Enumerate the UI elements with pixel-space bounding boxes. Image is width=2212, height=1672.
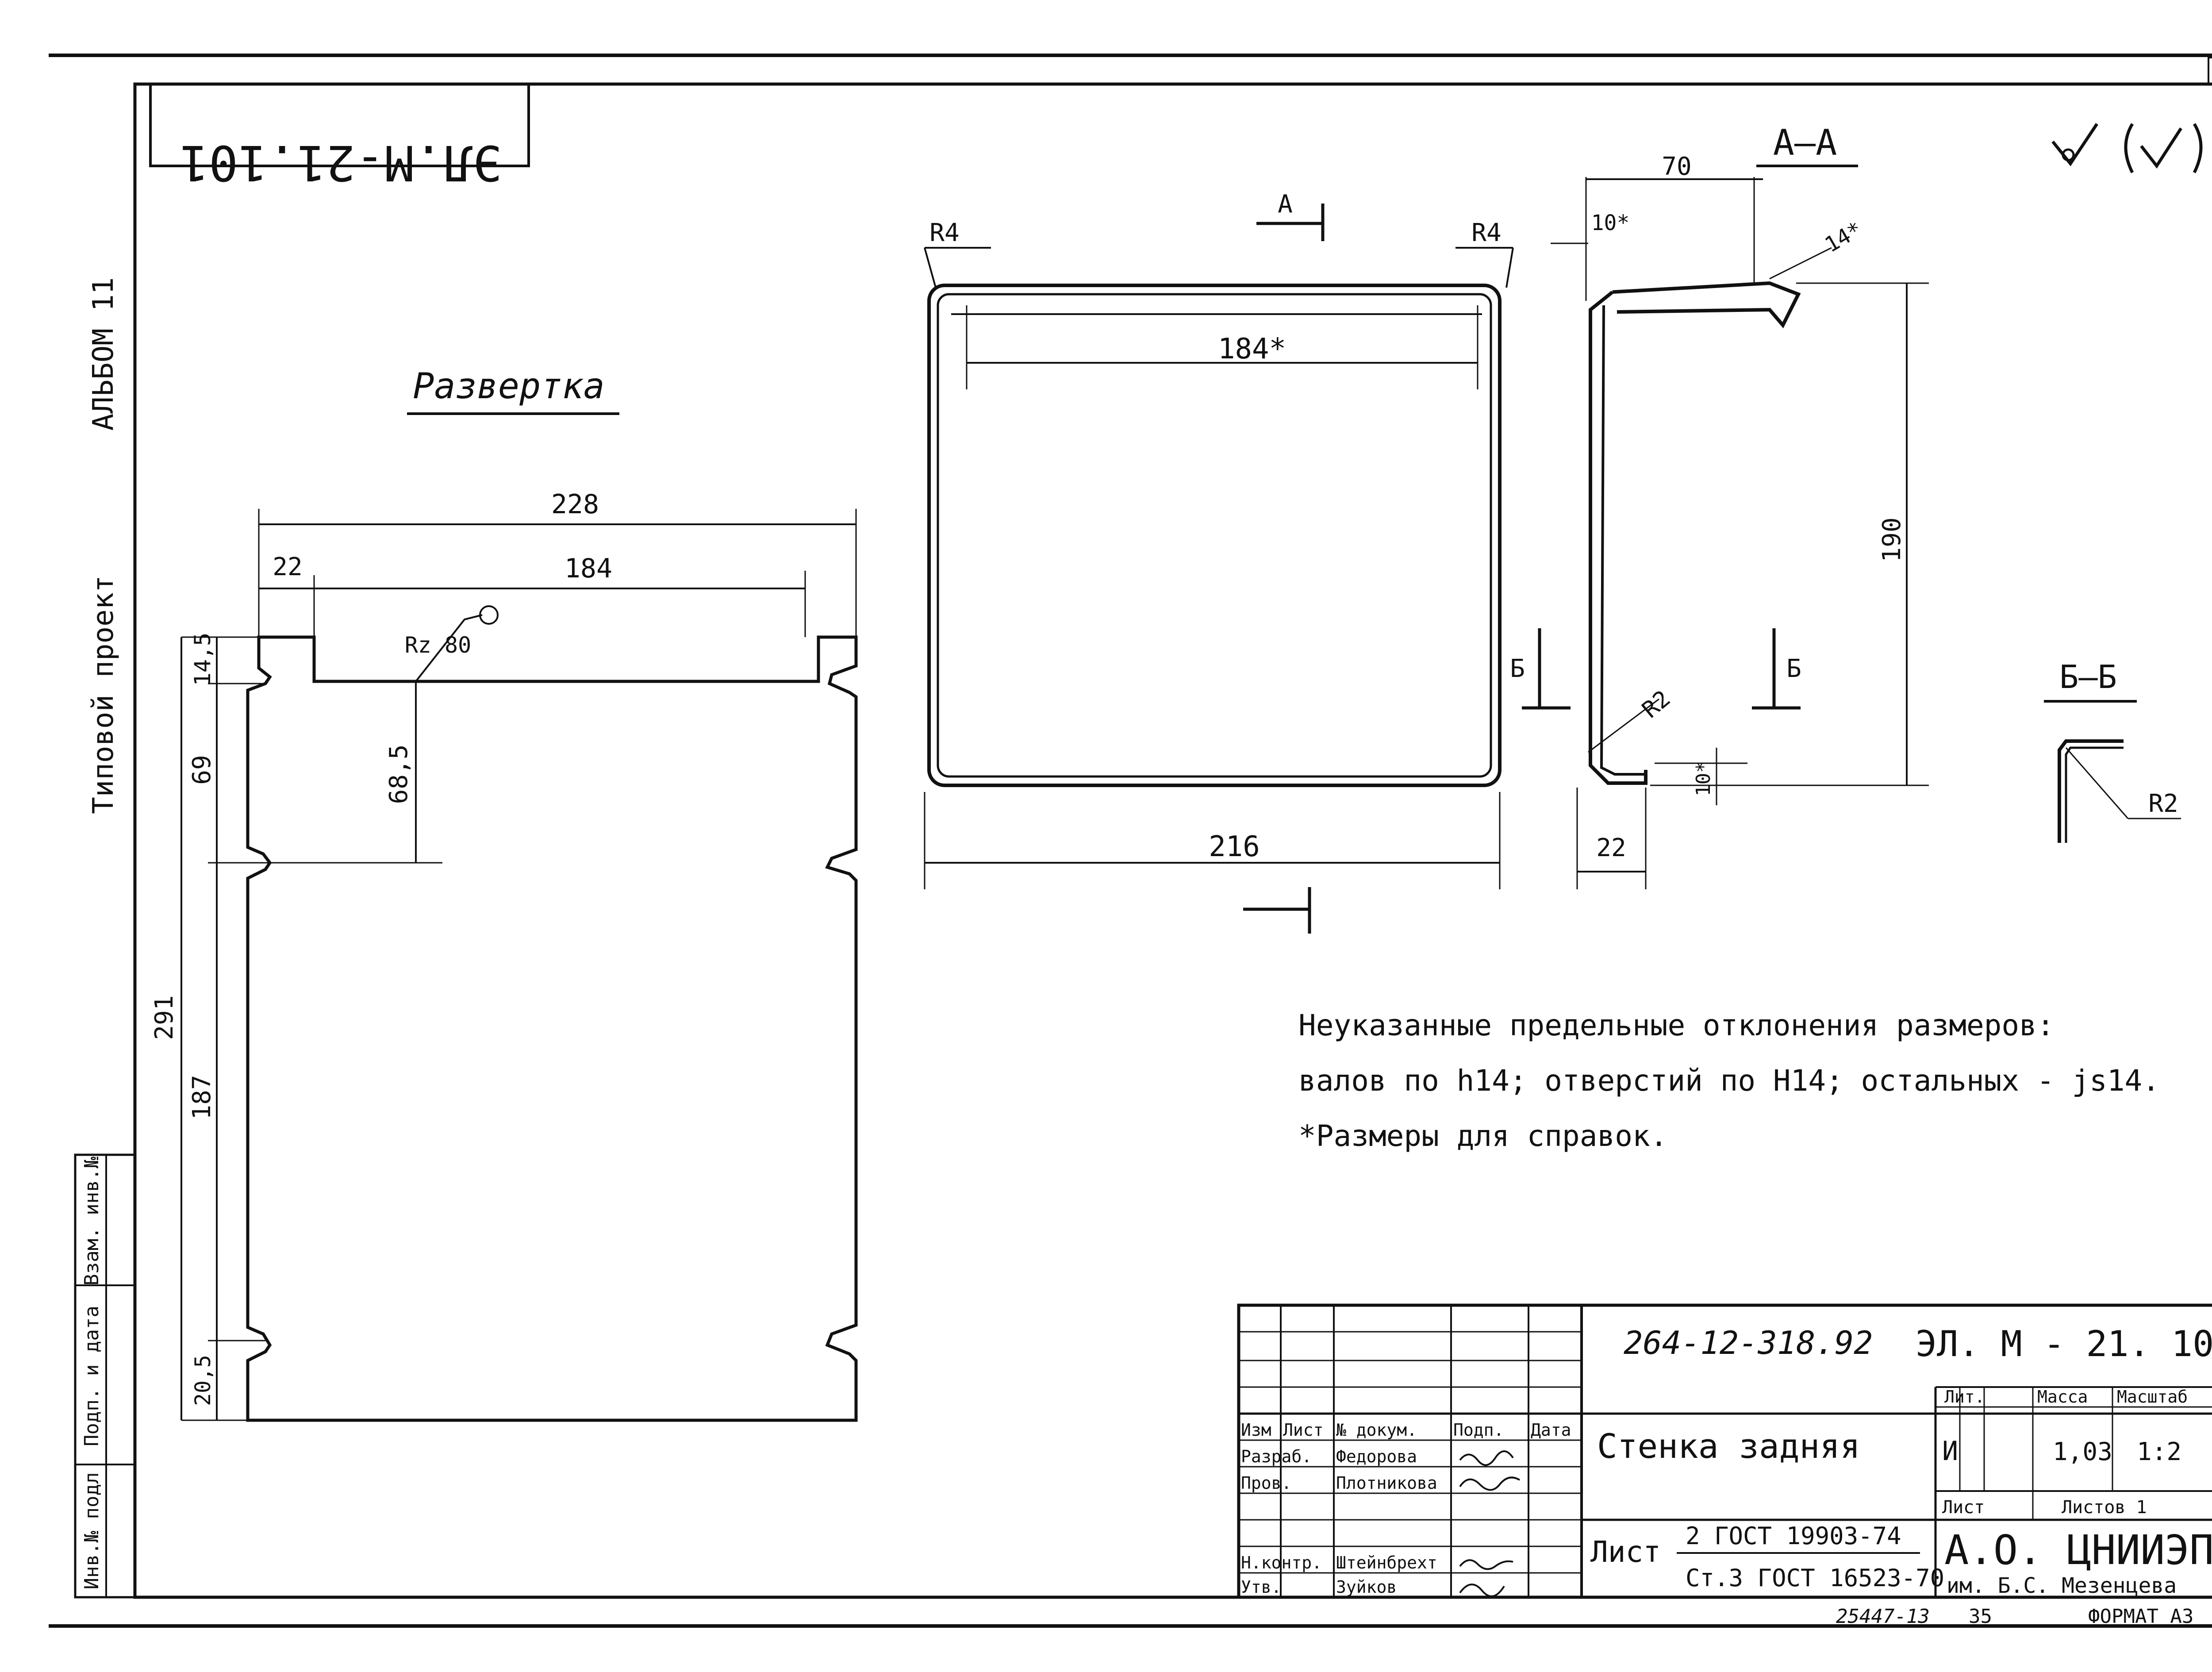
tb-sheets-count: Листов 1 bbox=[2062, 1497, 2147, 1518]
tb-header-docnum: № докум. bbox=[1336, 1420, 1417, 1440]
aa-section-mark-b: Б bbox=[1786, 654, 1801, 683]
bb-radius: R2 bbox=[2148, 789, 2178, 818]
tb-header-mass: Масса bbox=[2037, 1387, 2088, 1407]
left-stamp bbox=[74, 1153, 136, 1599]
tb-name-2: Плотникова bbox=[1336, 1473, 1437, 1493]
aa-dim-flange: 10* bbox=[1591, 211, 1630, 235]
dim-seg-1: 69 bbox=[188, 755, 216, 784]
dim-seg-bottom: 20,5 bbox=[191, 1355, 215, 1406]
tb-org-2: им. Б.С. Мезенцева bbox=[1947, 1573, 2177, 1598]
tb-role-4: Н.контр. bbox=[1241, 1553, 1322, 1572]
tb-material-1: 2 ГОСТ 19903-74 bbox=[1686, 1522, 1901, 1550]
tb-org-1: А.О. ЦНИИЭП bbox=[1944, 1526, 2212, 1574]
aa-dim-angle-flange: 14* bbox=[1820, 217, 1866, 258]
front-view-outline bbox=[924, 204, 1571, 934]
note-line-2: валов по h14; отверстий по Н14; остальны… bbox=[1298, 1064, 2160, 1098]
tb-role-1: Разраб. bbox=[1241, 1447, 1312, 1466]
roughness-label: Rz 80 bbox=[405, 632, 472, 658]
bottom-page: 35 bbox=[1969, 1605, 1992, 1628]
unfolded-title: Развертка bbox=[413, 365, 604, 407]
front-width: 216 bbox=[1209, 830, 1260, 863]
tb-material-2: Ст.3 ГОСТ 16523-70 bbox=[1686, 1564, 1944, 1592]
tb-letter: И bbox=[1942, 1436, 1958, 1467]
signatures bbox=[1459, 1450, 1521, 1597]
dim-seg-2: 187 bbox=[188, 1075, 216, 1119]
dim-left-offset: 22 bbox=[273, 553, 302, 581]
mirrored-code: ЭЛ.М-21.101 bbox=[180, 135, 502, 191]
title-block-grid bbox=[1237, 1303, 2212, 1599]
section-bb-profile bbox=[2058, 739, 2181, 843]
tb-sheet-label: Лист bbox=[1942, 1497, 1985, 1518]
unfolded-dimensions bbox=[180, 509, 857, 1421]
mirrored-code-box bbox=[149, 83, 530, 167]
front-radius-right: R4 bbox=[1471, 219, 1501, 247]
tb-role-5: Утв. bbox=[1241, 1577, 1282, 1597]
format-label: ФОРМАТ А3 bbox=[2088, 1605, 2193, 1628]
tb-name-5: Зуйков bbox=[1336, 1577, 1397, 1597]
tb-name-4: Штейнбрехт bbox=[1336, 1553, 1437, 1572]
tb-material-label: Лист bbox=[1590, 1535, 1661, 1569]
aa-dim-height: 190 bbox=[1878, 517, 1906, 562]
tb-header-date: Дата bbox=[1531, 1420, 1571, 1440]
roughness-icon bbox=[2051, 123, 2203, 173]
stamp-cell-sign: Подп. и дата bbox=[81, 1306, 103, 1446]
section-mark-a: А bbox=[1278, 190, 1293, 219]
aa-dim-top-width: 70 bbox=[1662, 152, 1691, 181]
sheet-frame bbox=[49, 54, 2212, 1628]
dim-total-width: 228 bbox=[551, 489, 599, 520]
section-aa-title: А–А bbox=[1773, 122, 1837, 163]
tb-title: Стенка задняя bbox=[1597, 1426, 1860, 1466]
front-inner-width: 184* bbox=[1218, 333, 1286, 365]
tb-doc-code: ЭЛ. М - 21. 101 bbox=[1916, 1323, 2212, 1365]
section-aa-profile bbox=[1551, 177, 1929, 889]
bottom-number: 25447-13 bbox=[1836, 1605, 1930, 1628]
dim-depth: 68,5 bbox=[384, 745, 413, 804]
stamp-cell-replace: Взам. инв.№ bbox=[81, 1157, 103, 1286]
tb-header-scale: Масштаб bbox=[2117, 1387, 2188, 1407]
aa-dim-bottom-width: 22 bbox=[1596, 834, 1626, 862]
tb-scale: 1:2 bbox=[2137, 1438, 2181, 1466]
tb-mass: 1,03 bbox=[2053, 1438, 2112, 1466]
tb-name-1: Федорова bbox=[1336, 1447, 1417, 1466]
tb-project-code: 264-12-318.92 bbox=[1624, 1324, 1873, 1361]
tb-role-2: Пров. bbox=[1241, 1473, 1291, 1493]
front-radius-left: R4 bbox=[929, 219, 959, 247]
dim-inner-width: 184 bbox=[565, 553, 612, 584]
tb-header-sign: Подп. bbox=[1453, 1420, 1504, 1440]
note-line-1: Неуказанные предельные отклонения размер… bbox=[1298, 1008, 2055, 1042]
unfolded-outline bbox=[246, 635, 858, 1422]
project-type-label: Типовой проект bbox=[87, 575, 120, 814]
dim-seg-top: 14,5 bbox=[190, 633, 215, 686]
tb-header-sheet: Лист bbox=[1283, 1420, 1324, 1440]
tb-header-change: Изм bbox=[1241, 1420, 1271, 1440]
stamp-cell-inv: Инв.№ подл bbox=[81, 1472, 103, 1590]
album-label: АЛЬБОМ 11 bbox=[87, 277, 120, 431]
aa-dim-bottom-flange: 10* bbox=[1692, 761, 1715, 796]
tb-header-letter: Лит. bbox=[1944, 1387, 1985, 1407]
dim-total-height: 291 bbox=[150, 995, 179, 1040]
section-mark-b: Б bbox=[1510, 654, 1525, 683]
note-line-3: *Размеры для справок. bbox=[1298, 1119, 1667, 1153]
aa-dim-radius: R2 bbox=[1637, 685, 1676, 723]
section-bb-title: Б–Б bbox=[2059, 658, 2117, 696]
